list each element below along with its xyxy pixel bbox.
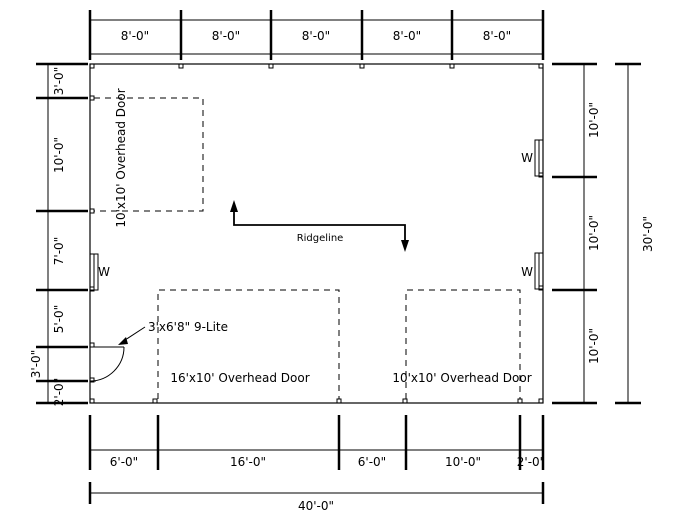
left-dim-2: 10'-0" [52, 137, 66, 173]
window-left-label: W [98, 265, 110, 279]
entry-door: 3'x6'8" 9-Lite [89, 320, 228, 382]
bottom-dim-1: 6'-0" [110, 455, 138, 469]
left-dim-3: 7'-0" [52, 237, 66, 265]
window-right-upper-label: W [521, 151, 533, 165]
top-dim-2: 8'-0" [212, 29, 240, 43]
bottom-dim-5: 2'-0" [517, 455, 545, 469]
front-overhead-door-large: 16'x10' Overhead Door [157, 289, 340, 399]
bottom-dim-3: 6'-0" [358, 455, 386, 469]
right-dimension-string: 10'-0" 10'-0" 10'-0" [552, 62, 601, 405]
right-dim-3: 10'-0" [587, 328, 601, 364]
right-total-label: 30'-0" [641, 216, 655, 252]
left-dim-4: 5'-0" [52, 305, 66, 333]
right-dim-2: 10'-0" [587, 215, 601, 251]
ridgeline-label: Ridgeline [297, 233, 344, 244]
top-dimension-string: 8'-0" 8'-0" 8'-0" 8'-0" 8'-0" [88, 10, 545, 60]
window-right-upper: W [521, 139, 544, 177]
left-dim-5: 3'-0" [29, 350, 43, 378]
left-overhead-door: 10'x10' Overhead Door [94, 88, 204, 228]
top-dim-5: 8'-0" [483, 29, 511, 43]
top-dim-3: 8'-0" [302, 29, 330, 43]
bottom-dim-4: 10'-0" [445, 455, 481, 469]
window-right-lower: W [521, 252, 544, 290]
bottom-total-label: 40'-0" [298, 499, 334, 513]
left-overhead-door-label: 10'x10' Overhead Door [114, 88, 128, 227]
front-overhead-door-small-label: 10'x10' Overhead Door [392, 371, 531, 385]
left-dim-1: 3'-0" [52, 67, 66, 95]
front-overhead-door-small: 10'x10' Overhead Door [392, 289, 532, 399]
bottom-dimension-string: 6'-0" 16'-0" 6'-0" 10'-0" 2'-0" [88, 415, 545, 470]
top-dim-4: 8'-0" [393, 29, 421, 43]
top-dim-1: 8'-0" [121, 29, 149, 43]
front-overhead-door-large-label: 16'x10' Overhead Door [170, 371, 309, 385]
bottom-dim-2: 16'-0" [230, 455, 266, 469]
right-dim-1: 10'-0" [587, 102, 601, 138]
right-total-dimension: 30'-0" [615, 62, 655, 405]
entry-door-label: 3'x6'8" 9-Lite [148, 320, 228, 334]
left-dimension-string: 3'-0" 10'-0" 7'-0" 5'-0" 3'-0" 2'-0" [29, 62, 88, 406]
left-dim-6: 2'-0" [52, 378, 66, 406]
ridgeline: Ridgeline [230, 200, 409, 252]
building-outline [89, 63, 544, 404]
window-right-lower-label: W [521, 265, 533, 279]
window-left: W [89, 253, 110, 291]
bottom-total-dimension: 40'-0" [88, 482, 545, 513]
